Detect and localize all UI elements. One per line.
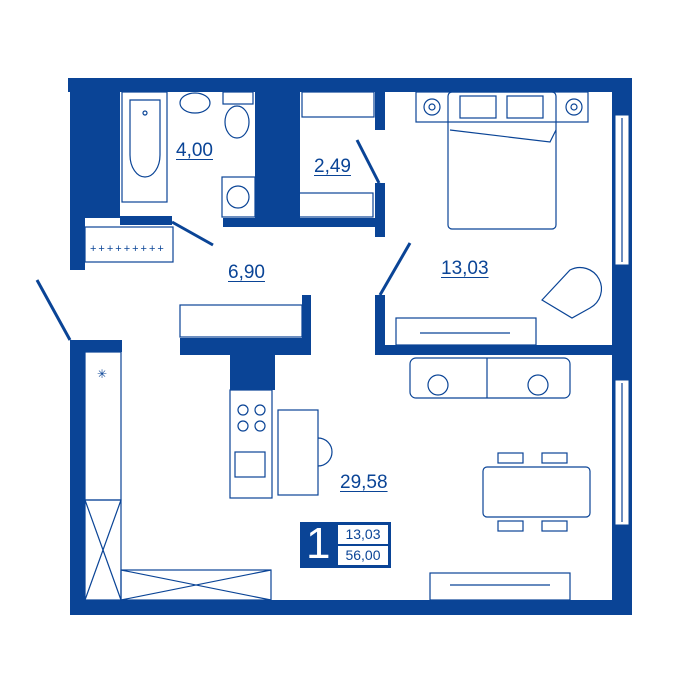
room-area-closet: 2,49 — [314, 156, 351, 177]
room-count: 1 — [306, 519, 331, 568]
living-furniture — [409, 357, 591, 601]
room-area-hallway: 6,90 — [228, 262, 265, 283]
svg-text:+++++++++: +++++++++ — [90, 243, 166, 255]
doors — [35, 139, 412, 341]
wardrobes — [179, 91, 375, 338]
room-area-bathroom: 4,00 — [176, 140, 213, 161]
apartment-badge: 1 13,03 56,00 — [300, 519, 391, 568]
svg-text:✳: ✳ — [97, 367, 107, 381]
living-area: 13,03 — [338, 525, 388, 544]
kitchen-fixtures: ✳ — [84, 351, 333, 601]
room-area-living-kitchen: 29,58 — [340, 472, 388, 493]
bedroom-furniture — [395, 91, 603, 346]
room-area-bedroom: 13,03 — [441, 258, 489, 279]
windows — [614, 114, 630, 526]
total-area: 56,00 — [338, 546, 388, 565]
bathroom-fixtures: +++++++++ — [84, 91, 256, 263]
